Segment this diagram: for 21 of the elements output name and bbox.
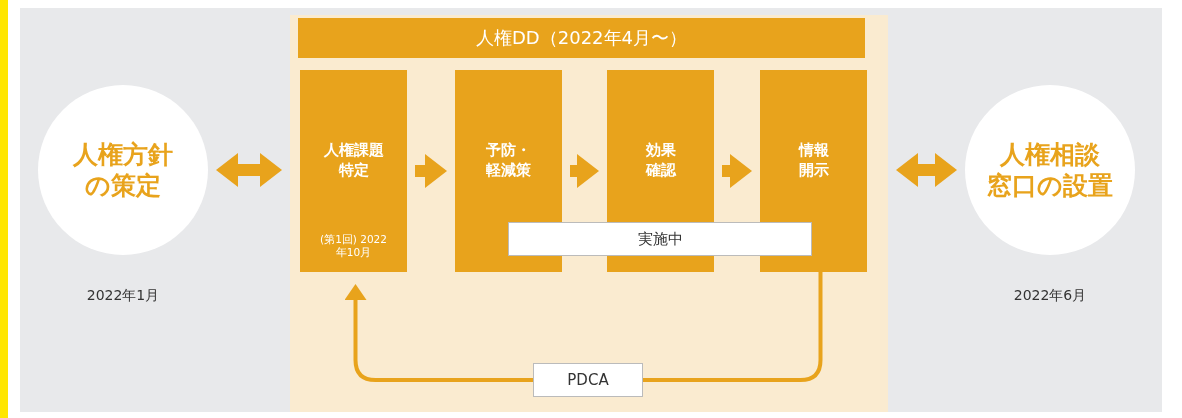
block-arrow bbox=[415, 154, 447, 188]
block-arrow bbox=[722, 154, 752, 188]
status-bar: 実施中 bbox=[508, 222, 812, 256]
step-note: (第1回) 2022年10月 bbox=[319, 232, 388, 260]
step-label: 人権課題特定 bbox=[322, 140, 385, 181]
block-arrow bbox=[570, 154, 599, 188]
process-box bbox=[760, 70, 867, 272]
date-label: 2022年6月 bbox=[1012, 287, 1088, 305]
block-arrow bbox=[896, 153, 957, 187]
step-label: 予防・軽減策 bbox=[485, 140, 532, 181]
process-box bbox=[300, 70, 407, 272]
phase-panel bbox=[290, 15, 888, 412]
edge-label: PDCA bbox=[533, 363, 643, 397]
step-label: 効果確認 bbox=[644, 140, 677, 181]
milestone-label: 人権方針の策定 bbox=[72, 138, 174, 202]
process-box bbox=[455, 70, 562, 272]
block-arrow bbox=[216, 153, 282, 187]
phase-header: 人権DD（2022年4月〜） bbox=[298, 18, 865, 58]
step-label: 情報開示 bbox=[797, 140, 830, 181]
milestone-label: 人権相談窓口の設置 bbox=[987, 138, 1113, 202]
date-label: 2022年1月 bbox=[85, 287, 161, 305]
